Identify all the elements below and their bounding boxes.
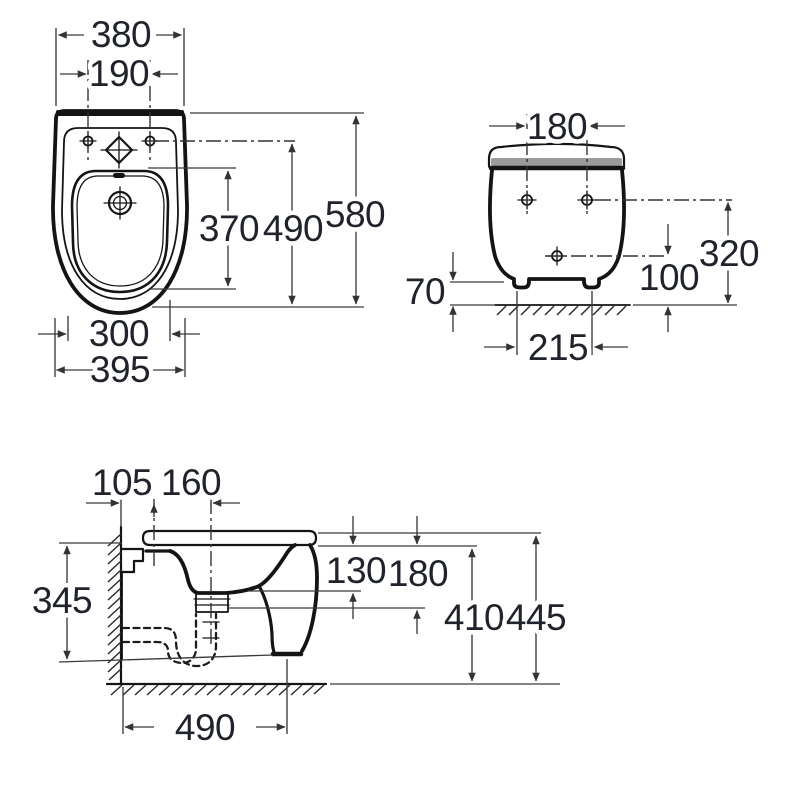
dim-label: 160 [161,462,221,503]
rear-ground-line [450,304,737,316]
side-dim-410: 410 [439,548,509,682]
plan-view: 380 190 370 490 580 [38,10,390,395]
tap-hole-icon [100,131,138,169]
dim-label: 130 [326,550,386,591]
dim-label: 300 [89,313,149,354]
rim-shadow [491,158,622,166]
plan-dim-370: 370 [148,167,264,290]
dim-label: 490 [263,208,323,249]
rear-dim-180: 180 [489,102,625,152]
dim-label: 345 [32,580,92,621]
plan-dim-395: 395 [54,318,186,395]
dim-label: 380 [91,14,151,55]
dim-label: 105 [92,462,152,503]
plan-dim-380: 380 [55,10,185,106]
rear-rim [487,142,626,170]
dim-label: 180 [388,553,448,594]
rear-bidet-outline [488,165,626,290]
plan-dim-300: 300 [38,300,200,359]
drain-fitting [193,592,231,613]
dim-label: 490 [175,707,235,748]
side-dim-130: 130 [248,516,391,619]
dim-label: 180 [527,106,587,147]
plan-dim-580: 580 [190,112,390,305]
side-view: 105 160 345 130 180 [27,458,571,753]
drain-icon [103,186,137,220]
dim-label: 100 [639,257,699,298]
wall-section [107,525,123,686]
dim-label: 215 [528,327,588,368]
dim-label: 70 [405,271,445,312]
dim-label: 395 [90,349,150,390]
side-dim-160: 160 [156,458,240,508]
rear-view: 180 320 100 70 215 [400,102,764,373]
side-dim-490: 490 [122,659,288,753]
side-centerlines [153,499,212,646]
overflow-slot [113,173,125,178]
dim-label: 320 [699,233,759,274]
plan-centerlines [87,60,295,162]
side-dim-445: 445 [501,535,571,682]
floor-section [105,682,560,696]
side-bidet-outline [120,529,319,661]
dim-label: 445 [506,597,566,638]
rear-dim-100: 100 [634,224,704,332]
side-dim-345: 345 [27,542,274,663]
dim-label: 370 [199,208,259,249]
dim-label: 410 [444,597,504,638]
plan-dim-490: 490 [152,143,364,308]
dim-label: 190 [89,53,149,94]
rear-dim-70: 70 [400,252,504,332]
dim-label: 580 [325,194,385,235]
height-reference-lines [318,532,541,547]
rear-dim-320: 320 [694,201,764,304]
side-dim-105: 105 [86,458,158,526]
side-dim-180: 180 [228,516,453,634]
plan-dim-190: 190 [60,49,178,99]
rear-dim-215: 215 [484,291,628,373]
